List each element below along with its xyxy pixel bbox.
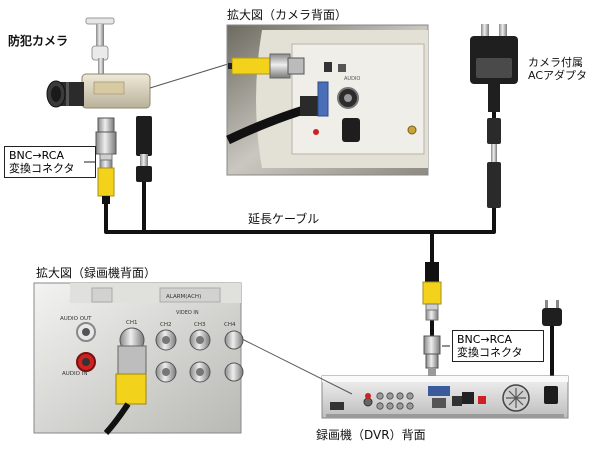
camera-photo-audio-text: AUDIO [344,76,360,82]
adapter-cable-join [432,208,496,234]
camera-back-photo [226,24,429,176]
camera-label: 防犯カメラ [8,34,69,48]
extension-cable-line [104,196,434,282]
photo-audio-out-text: AUDIO OUT [60,316,92,322]
bnc-rca-converter-top [95,116,152,204]
bnc-rca-label-top: BNC→RCA 変換コネクタ [4,146,96,178]
photo-alarm-text: ALARM(ACH) [166,294,201,300]
recorder-back-photo: AUDIO OUT AUDIO IN ALARM(ACH) CH1 CH2 CH… [33,282,244,436]
bnc-rca-converter-right [422,262,442,376]
dvr-rear-panel [321,375,569,419]
ac-plug [542,300,562,326]
bnc-rca-label-right: BNC→RCA 変換コネクタ [452,330,544,362]
bnc-rca-right-line2: 変換コネクタ [457,346,523,359]
photo-ch1-text: CH1 [126,320,137,326]
dvr-zoom-leader [239,337,353,395]
security-camera [46,17,151,109]
photo-audio-in-text: AUDIO IN [62,371,87,377]
photo-ch2-text: CH2 [160,322,171,328]
photo-ch4-text: CH4 [224,322,236,328]
photo-video-in-text: VIDEO IN [176,310,199,316]
bnc-rca-top-line1: BNC→RCA [9,149,64,162]
bnc-rca-right-line1: BNC→RCA [457,333,512,346]
extension-cable-label: 延長ケーブル [248,212,320,226]
ac-adapter [470,24,518,208]
recorder-back-label: 拡大図（録画機背面） [36,266,157,280]
adapter-label: カメラ付属 ACアダプタ [528,56,587,82]
cable-network [104,112,554,384]
photo-ch3-text: CH3 [194,322,206,328]
camera-back-label: 拡大図（カメラ背面） [227,8,348,22]
camera-zoom-leader [149,63,229,89]
adapter-label-line2: ACアダプタ [528,69,588,82]
adapter-label-line1: カメラ付属 [528,56,583,69]
bnc-rca-top-line2: 変換コネクタ [9,162,75,175]
dvr-back-label: 録画機（DVR）背面 [316,428,426,442]
